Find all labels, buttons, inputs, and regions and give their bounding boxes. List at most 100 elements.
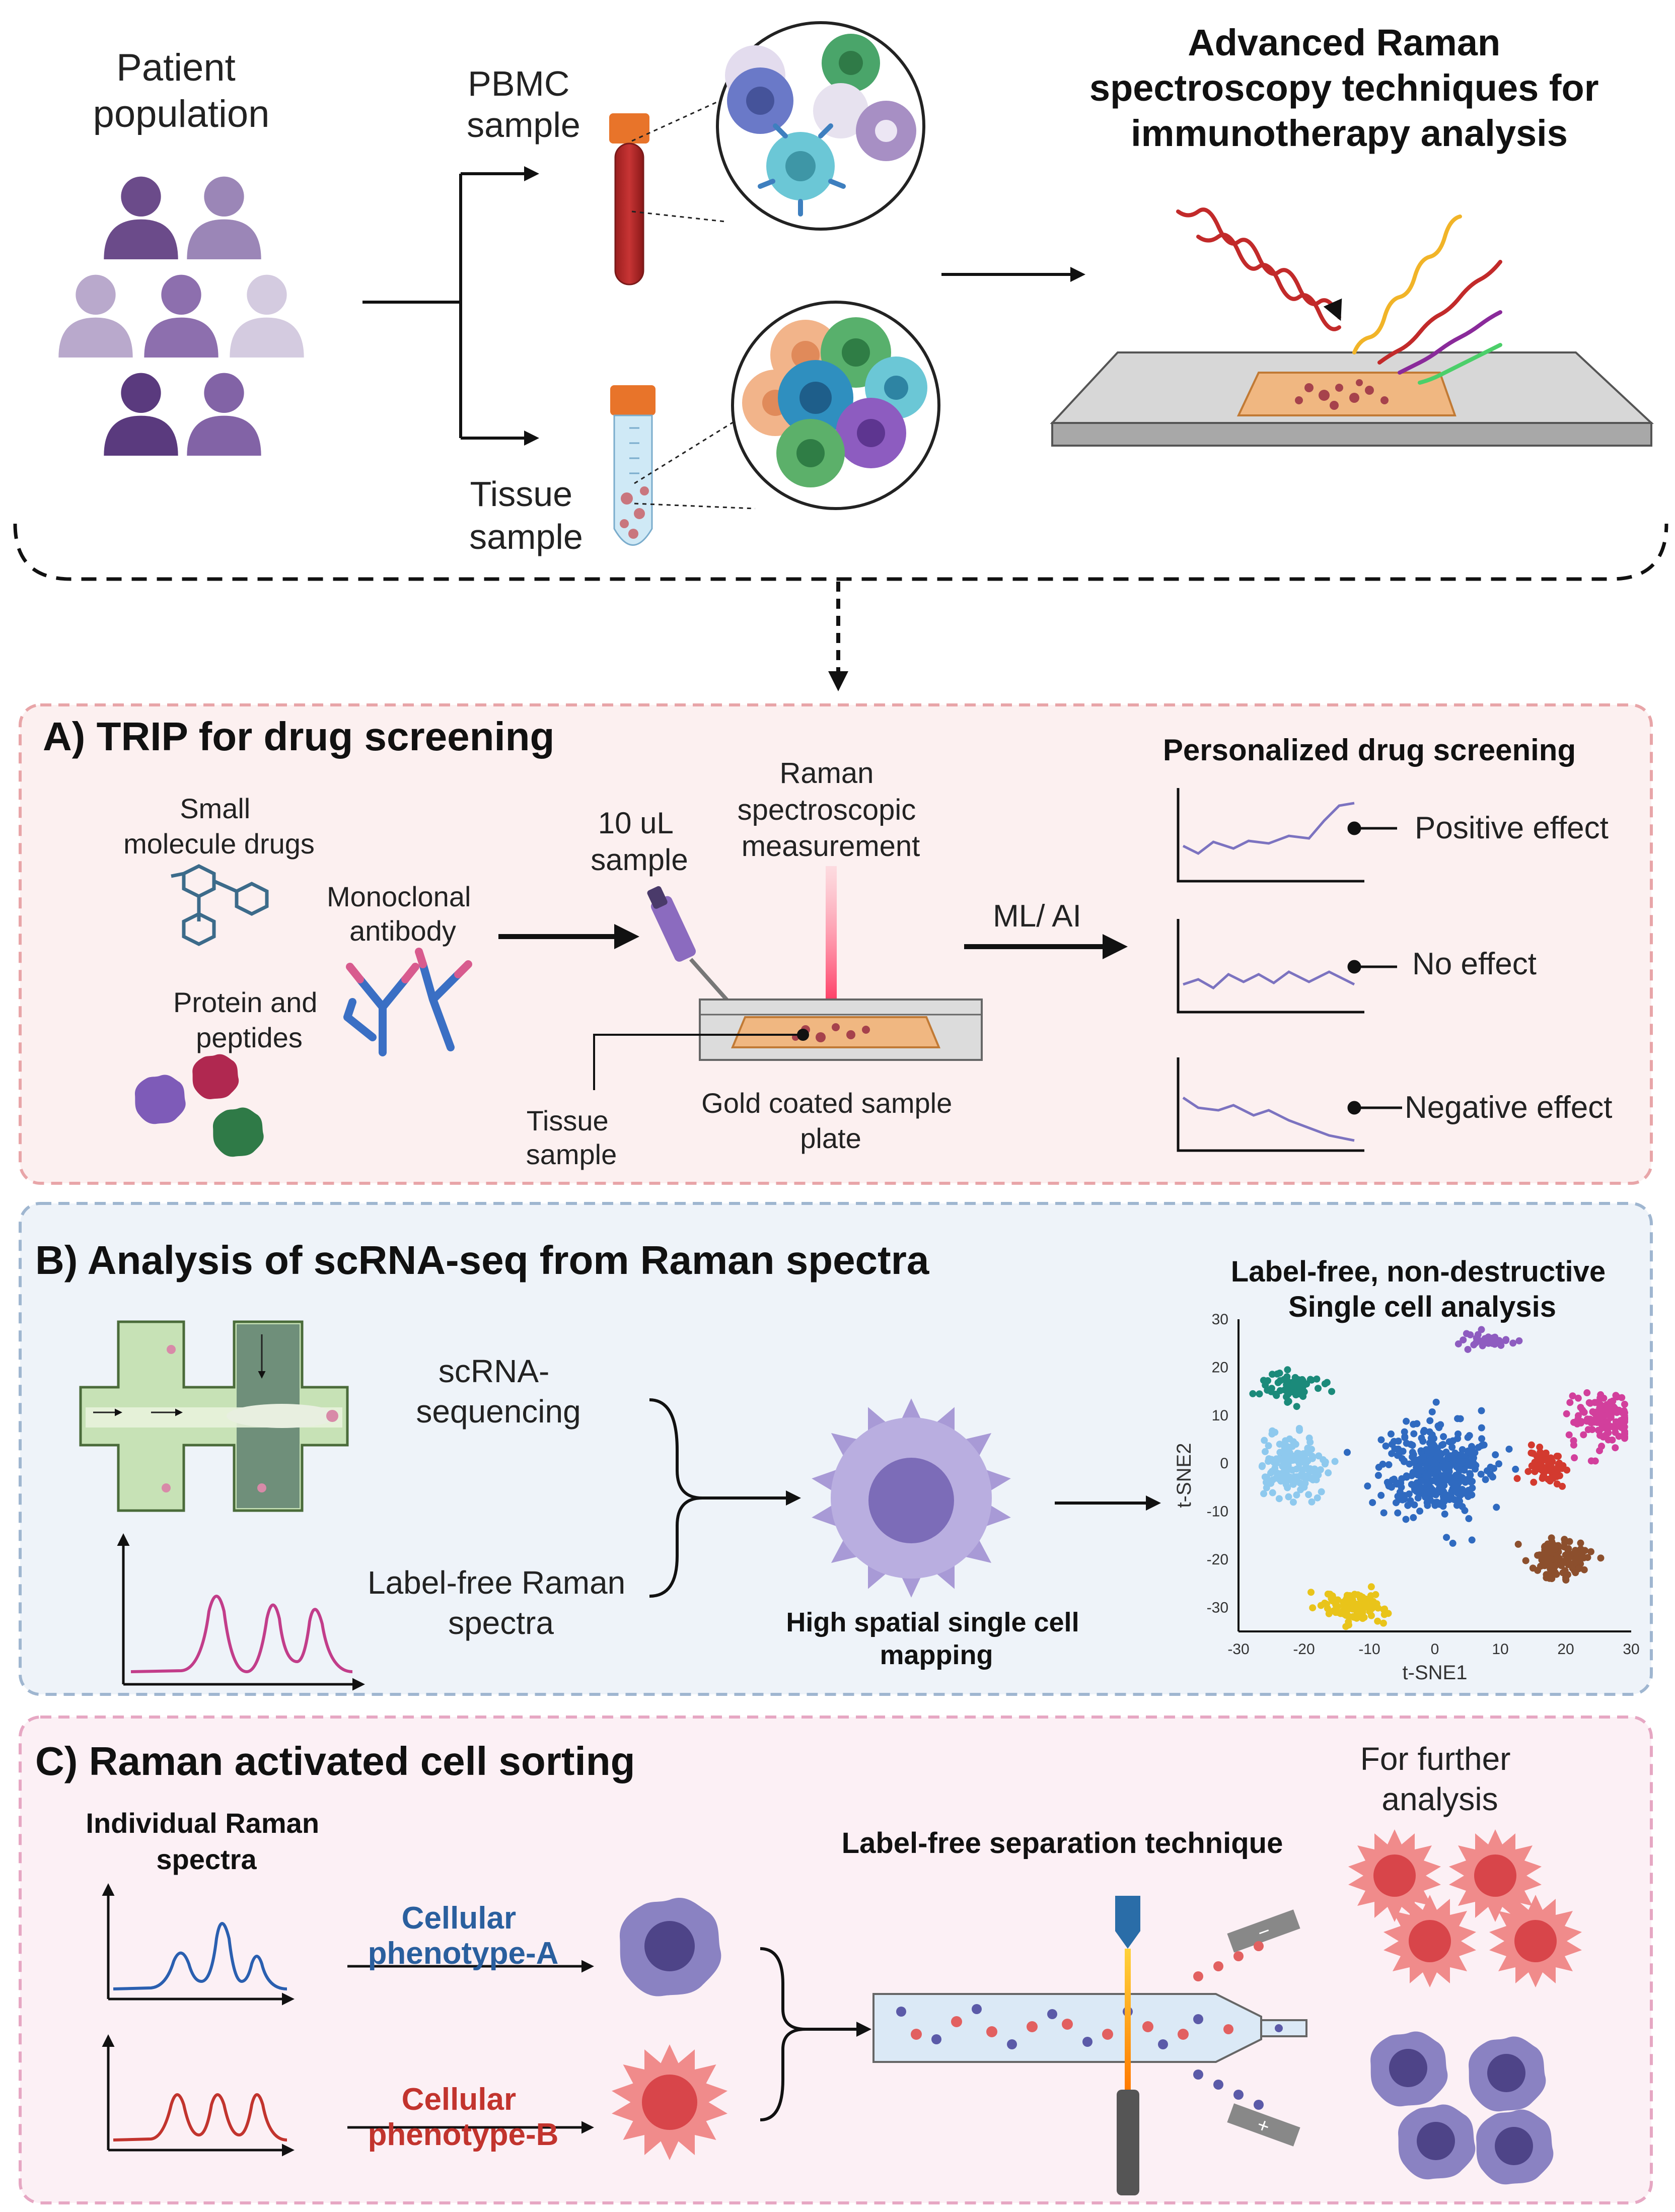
tsne-point-cluster-6 [1555, 1554, 1562, 1561]
tsne-point-cluster-7 [1334, 1596, 1342, 1604]
tsne-point-cluster-4 [1455, 1495, 1463, 1503]
tsne-point-cluster-0 [1293, 1389, 1300, 1397]
tsne-point-cluster-6 [1572, 1547, 1579, 1554]
tsne-point-cluster-4 [1464, 1462, 1472, 1469]
tsne-point-cluster-2 [1608, 1423, 1616, 1431]
tsne-point-cluster-4 [1435, 1424, 1443, 1432]
tsne-point-cluster-6 [1514, 1540, 1522, 1548]
raman-spectrum-b [117, 1533, 365, 1691]
tsne-point-cluster-4 [1407, 1497, 1414, 1505]
tsne-point-cluster-5 [1527, 1441, 1535, 1449]
tissue-sample-a-label: Tissue sample [526, 1105, 617, 1170]
tsne-point-cluster-2 [1605, 1411, 1612, 1418]
tsne-point-cluster-3 [1271, 1464, 1279, 1472]
tsne-point-cluster-4 [1464, 1434, 1472, 1441]
tsne-point-cluster-5 [1513, 1475, 1521, 1482]
tsne-point-cluster-4 [1428, 1408, 1436, 1415]
tsne-point-cluster-1 [1502, 1336, 1510, 1343]
tsne-point-cluster-4 [1469, 1484, 1476, 1492]
branch-arrows [362, 166, 1085, 446]
pbmc-sample-label: PBMC sample [467, 64, 580, 145]
tsne-point-cluster-4 [1385, 1461, 1393, 1468]
label-free-raman-label: Label-free Raman spectra [368, 1564, 634, 1641]
tsne-point-cluster-0 [1276, 1387, 1284, 1394]
tsne-point-cluster-4 [1380, 1509, 1388, 1517]
sorted-red-cells [1348, 1829, 1582, 1987]
tsne-point-cluster-5 [1546, 1477, 1554, 1485]
tsne-point-cluster-4 [1431, 1502, 1439, 1509]
tsne-point-cluster-2 [1563, 1410, 1570, 1417]
tsne-point-cluster-1 [1515, 1337, 1523, 1344]
tsne-point-cluster-7 [1307, 1589, 1315, 1596]
tsne-point-cluster-6 [1541, 1562, 1548, 1569]
section-a-title: A) TRIP for drug screening [43, 714, 554, 759]
tsne-point-cluster-4 [1454, 1489, 1462, 1497]
tsne-point-cluster-4 [1417, 1477, 1424, 1485]
tsne-point-cluster-3 [1318, 1488, 1325, 1495]
tsne-point-cluster-5 [1530, 1450, 1537, 1457]
tsne-point-cluster-3 [1259, 1462, 1266, 1469]
tsne-point-cluster-3 [1275, 1495, 1283, 1503]
tsne-xtick-label: -10 [1358, 1641, 1380, 1658]
tsne-point-cluster-6 [1547, 1556, 1555, 1563]
phenotype-a-label: Cellular phenotype-A [368, 1901, 559, 1971]
tsne-ytick-label: -30 [1207, 1599, 1228, 1616]
tsne-point-cluster-3 [1314, 1494, 1321, 1502]
tsne-point-cluster-3 [1272, 1474, 1280, 1482]
tsne-point-cluster-0 [1285, 1398, 1292, 1405]
tsne-point-cluster-3 [1262, 1478, 1270, 1486]
tsne-point-cluster-3 [1317, 1466, 1324, 1473]
tsne-point-cluster-0 [1264, 1377, 1272, 1385]
tsne-point-cluster-0 [1256, 1390, 1263, 1398]
tsne-point-cluster-2 [1574, 1416, 1582, 1424]
tsne-point-cluster-2 [1592, 1415, 1600, 1422]
section-a: A) TRIP for drug screening Small molecul… [19, 703, 1653, 1185]
tsne-point-cluster-4 [1483, 1467, 1491, 1474]
tsne-point-cluster-0 [1323, 1379, 1331, 1386]
tsne-point-cluster-0 [1313, 1375, 1321, 1383]
tissue-sample-label: Tissue sample [469, 474, 583, 556]
tsne-point-cluster-7 [1321, 1599, 1329, 1607]
tsne-point-cluster-1 [1454, 1340, 1462, 1347]
tsne-point-cluster-4 [1426, 1439, 1433, 1447]
tsne-point-cluster-0 [1283, 1377, 1291, 1384]
tsne-point-cluster-4 [1419, 1438, 1427, 1445]
tsne-point-cluster-6 [1543, 1574, 1550, 1582]
tsne-point-cluster-6 [1575, 1565, 1582, 1573]
tsne-point-cluster-3 [1304, 1445, 1312, 1452]
tsne-point-cluster-2 [1604, 1405, 1612, 1412]
tsne-point-cluster-6 [1581, 1547, 1589, 1554]
tsne-ytick-label: -20 [1207, 1551, 1228, 1568]
tsne-point-cluster-5 [1547, 1463, 1555, 1470]
tsne-point-cluster-2 [1596, 1447, 1604, 1455]
tsne-title: Label-free, non-destructive Single cell … [1231, 1255, 1614, 1323]
tsne-point-cluster-4 [1420, 1426, 1428, 1434]
tsne-point-cluster-5 [1547, 1454, 1555, 1462]
tsne-point-cluster-4 [1464, 1448, 1472, 1456]
tsne-point-cluster-6 [1545, 1548, 1552, 1556]
tsne-point-cluster-3 [1309, 1476, 1317, 1483]
tsne-point-cluster-4 [1495, 1460, 1502, 1468]
tsne-point-cluster-7 [1358, 1594, 1366, 1602]
tsne-point-cluster-4 [1383, 1478, 1391, 1486]
tsne-point-cluster-3 [1287, 1452, 1295, 1460]
tsne-point-cluster-4 [1438, 1442, 1445, 1449]
tsne-point-cluster-7 [1381, 1605, 1389, 1613]
tsne-point-cluster-5 [1539, 1464, 1547, 1472]
tsne-point-cluster-3 [1301, 1479, 1309, 1487]
tsne-point-cluster-2 [1583, 1389, 1591, 1397]
tsne-point-cluster-2 [1612, 1444, 1619, 1452]
tsne-point-cluster-2 [1584, 1426, 1592, 1434]
tsne-point-cluster-4 [1410, 1430, 1418, 1438]
protein-peptides-label: Protein and peptides [173, 986, 325, 1053]
tsne-point-cluster-3 [1283, 1462, 1290, 1469]
tsne-point-cluster-4 [1458, 1474, 1466, 1481]
tsne-point-cluster-4 [1453, 1502, 1461, 1509]
tsne-point-cluster-6 [1522, 1557, 1530, 1564]
tsne-point-cluster-4 [1478, 1435, 1486, 1443]
tsne-point-cluster-2 [1620, 1407, 1628, 1414]
tsne-point-cluster-4 [1377, 1491, 1385, 1499]
tsne-point-cluster-4 [1428, 1432, 1436, 1439]
